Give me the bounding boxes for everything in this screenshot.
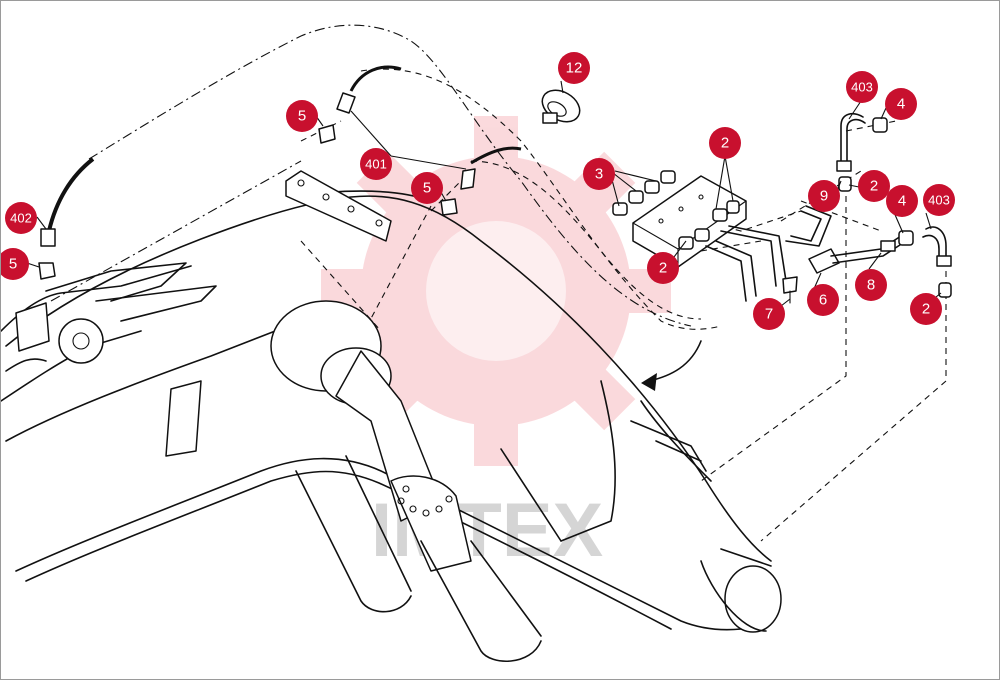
callout-401[interactable]: 401 [360,148,392,180]
callout-403[interactable]: 403 [846,71,878,103]
callout-5[interactable]: 5 [286,100,318,132]
clamp-ring [541,89,581,124]
callout-5[interactable]: 5 [411,172,443,204]
callout-label: 3 [595,166,603,183]
direction-arrow [641,340,702,391]
callout-label: 8 [867,277,875,294]
callout-label: 7 [765,306,773,323]
callout-label: 402 [10,211,32,226]
callout-label: 9 [820,188,828,205]
callout-label: 403 [851,80,873,95]
callout-label: 403 [928,193,950,208]
leader-lines [26,80,942,307]
callout-label: 12 [566,60,583,77]
callout-label: 6 [819,292,827,309]
callout-label: 2 [870,178,878,195]
callout-4[interactable]: 4 [885,88,917,120]
callout-label: 5 [9,256,17,273]
callout-label: 2 [659,260,667,277]
left-linkage [1,262,217,402]
callout-7[interactable]: 7 [753,298,785,330]
callout-2[interactable]: 2 [910,293,942,325]
callout-label: 5 [423,180,431,197]
boom-body [5,170,782,633]
callout-9[interactable]: 9 [808,180,840,212]
callout-12[interactable]: 12 [558,52,590,84]
callout-label: 4 [897,96,905,113]
valve-fittings [612,170,740,250]
hydraulic-cylinder [270,300,542,662]
callout-402[interactable]: 402 [5,202,37,234]
callout-8[interactable]: 8 [855,269,887,301]
callout-2[interactable]: 2 [647,252,679,284]
callout-label: 2 [721,135,729,152]
hoses [38,65,522,280]
callout-4[interactable]: 4 [886,185,918,217]
callout-label: 5 [298,108,306,125]
callout-2[interactable]: 2 [858,170,890,202]
callout-3[interactable]: 3 [583,158,615,190]
callout-label: 401 [365,157,387,172]
right-fittings [836,112,952,298]
callout-5[interactable]: 5 [1,248,29,280]
callout-403[interactable]: 403 [923,184,955,216]
callout-label: 4 [898,193,906,210]
callout-6[interactable]: 6 [807,284,839,316]
callout-2[interactable]: 2 [709,127,741,159]
callout-label: 2 [922,301,930,318]
